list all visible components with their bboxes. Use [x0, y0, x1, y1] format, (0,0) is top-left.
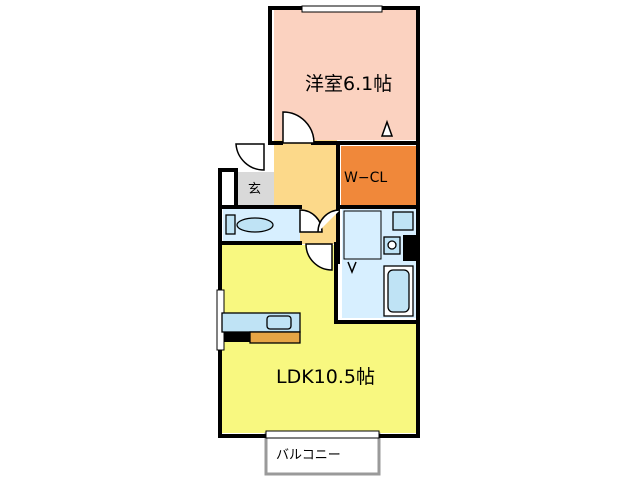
door-swings	[235, 111, 341, 271]
closet-label: W−CL	[344, 170, 387, 186]
bath-door-marker	[347, 261, 357, 275]
western-room-label: 洋室6.1帖	[305, 73, 392, 95]
wall-partition-bath	[403, 235, 418, 261]
toilet-fixture	[225, 214, 274, 235]
door-ldk	[305, 243, 333, 271]
door-toilet	[299, 209, 323, 233]
laundry-area	[343, 210, 382, 260]
ldk	[222, 245, 416, 433]
entrance-label: 玄	[248, 182, 261, 197]
entrance	[237, 172, 274, 207]
door-entrance	[235, 143, 265, 171]
window-balcony	[265, 430, 380, 439]
wall-partition-kitchen	[220, 330, 250, 342]
closet-door-marker	[380, 119, 394, 137]
hallway	[274, 140, 337, 207]
kitchen-counter	[221, 312, 301, 344]
ldk-label: LDK10.5帖	[276, 366, 375, 388]
balcony-label: バルコニー	[276, 448, 341, 463]
door-wash	[317, 209, 341, 233]
washbasin-fixture	[383, 211, 414, 255]
window-top	[301, 5, 383, 13]
door-western-room	[282, 111, 315, 144]
bathtub-fixture	[383, 265, 414, 317]
walk-in-closet	[341, 146, 416, 206]
